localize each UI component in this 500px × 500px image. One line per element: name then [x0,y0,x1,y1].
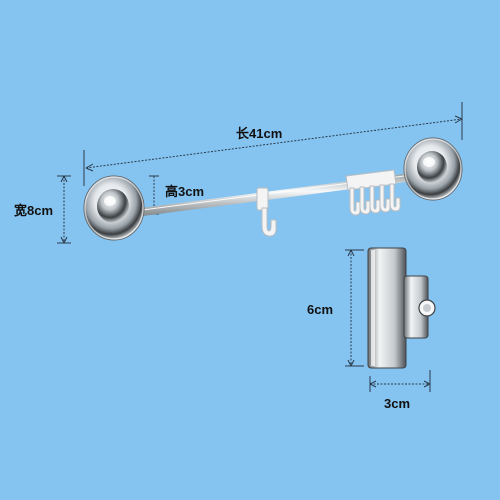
side-width-label: 3cm [384,396,411,411]
side-height-dimension-line [345,249,364,367]
width-dimension-line [57,175,71,244]
side-height-label: 6cm [307,302,334,317]
single-hook [256,187,277,237]
side-view-suction-cup [367,247,436,369]
width-label: 宽8cm [14,203,54,218]
length-label: 长41cm [236,126,283,141]
towel-rod [110,168,452,220]
left-suction-cup [83,175,145,241]
multi-hook-rack [345,169,401,216]
length-dimension-line [83,102,463,186]
side-width-dimension-line [369,370,431,392]
right-suction-cup [403,137,463,201]
height-label: 高3cm [165,184,205,199]
